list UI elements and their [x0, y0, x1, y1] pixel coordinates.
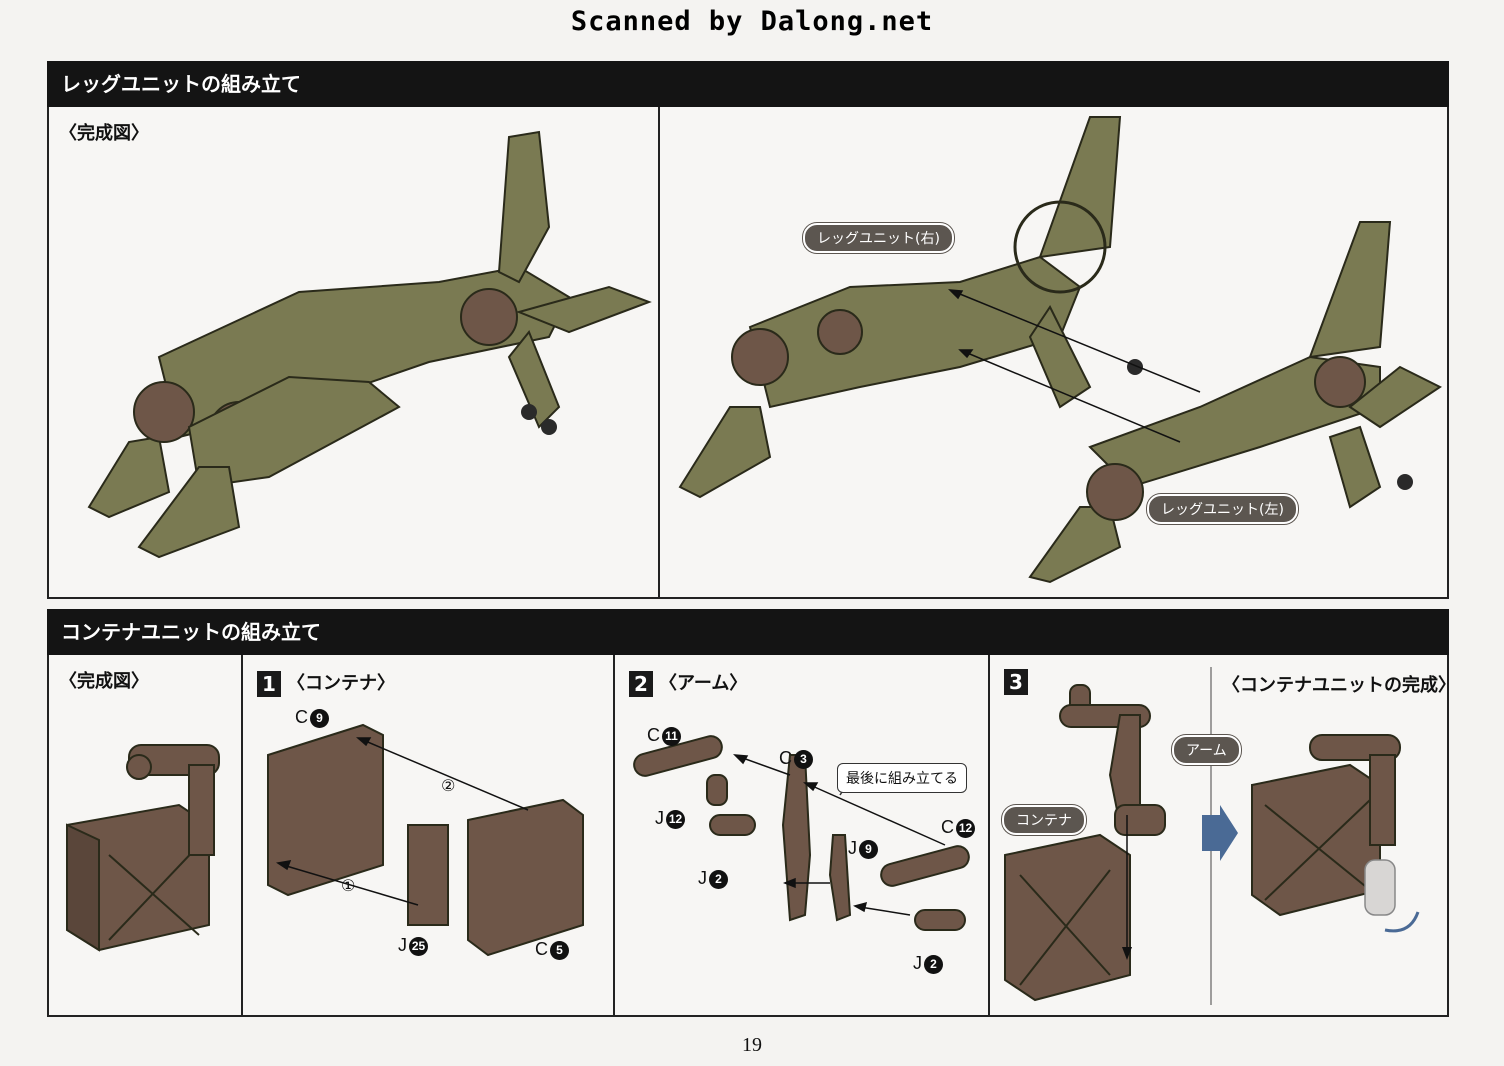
step1-number: 1: [257, 671, 281, 697]
step2-title: 2 〈アーム〉: [629, 669, 747, 697]
leg-completed-panel: 〈完成図〉: [49, 107, 658, 597]
step3-container-label: コンテナ: [1002, 805, 1086, 835]
order-mark-2: ②: [441, 776, 455, 795]
leg-assembly-illustration: [678, 116, 1442, 584]
container-unit-section: コンテナユニットの組み立て 〈完成図〉 1 〈コンテナ〉: [47, 609, 1456, 1017]
container-completed-title: 〈完成図〉: [59, 671, 149, 692]
step2-illustration: [633, 735, 970, 931]
leg-section-body: 〈完成図〉: [47, 107, 1449, 599]
step3-number: 3: [1004, 669, 1028, 695]
container-completed-panel: 〈完成図〉: [49, 655, 241, 1015]
step3-arm-label: アーム: [1172, 735, 1241, 765]
leg-left-label: レッグユニット(左): [1147, 494, 1298, 524]
page-number: 19: [742, 1034, 762, 1056]
step2-label: 〈アーム〉: [659, 673, 748, 694]
leg-right-label: レッグユニット(右): [803, 223, 954, 253]
step3-illustration: [1004, 667, 1420, 1005]
container-section-body: 〈完成図〉 1 〈コンテナ〉: [47, 655, 1456, 1017]
step2-panel: 2 〈アーム〉: [613, 655, 990, 1015]
leg-assembly-panel: レッグユニット(右) レッグユニット(左): [658, 107, 1447, 597]
leg-unit-section: レッグユニットの組み立て 〈完成図〉: [47, 61, 1449, 599]
leg-completed-illustration: [87, 130, 652, 559]
order-mark-1: ①: [341, 876, 355, 895]
step2-callout: 最後に組み立てる: [837, 763, 967, 793]
container-result-title: 〈コンテナユニットの完成〉: [1222, 675, 1456, 696]
leg-completed-title: 〈完成図〉: [59, 123, 149, 144]
step1-illustration: ② ①: [267, 723, 584, 957]
watermark: Scanned by Dalong.net: [570, 6, 934, 37]
step1-label: 〈コンテナ〉: [287, 673, 395, 694]
step2-number: 2: [629, 671, 653, 697]
step3-panel: 3 〈コンテナユニットの完成〉: [988, 655, 1456, 1015]
container-completed-illustration: [66, 744, 220, 952]
container-section-header: コンテナユニットの組み立て: [47, 609, 1449, 655]
step1-title: 1 〈コンテナ〉: [257, 669, 395, 697]
step3-title: 3: [1004, 669, 1034, 695]
leg-section-header: レッグユニットの組み立て: [47, 61, 1449, 107]
